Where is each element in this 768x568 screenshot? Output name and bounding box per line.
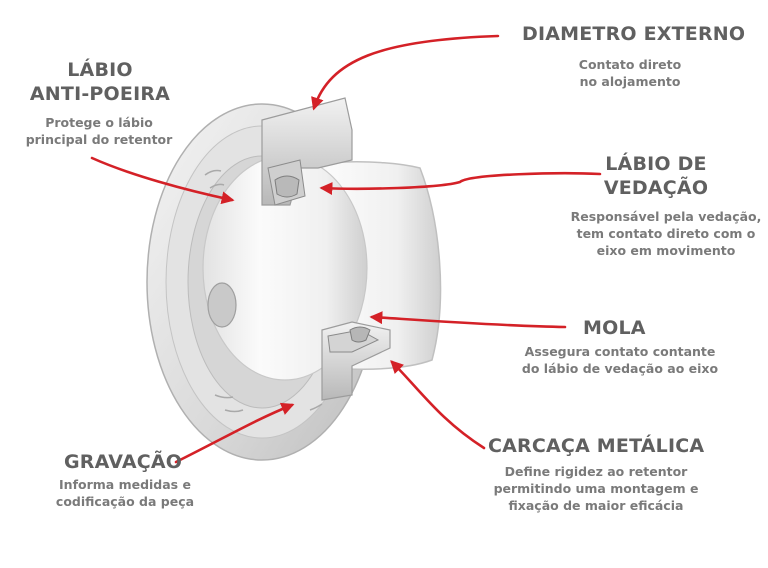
title-line: LÁBIO [67,59,133,81]
label-labio-antipoeira-desc: Protege o lábio principal do retentor [14,114,184,148]
label-carcaca-metalica-title: CARCAÇA METÁLICA [488,435,705,457]
desc-line: permitindo uma montagem e [493,481,699,496]
desc-line: do lábio de vedação ao eixo [521,361,719,376]
label-labio-vedacao-title: LÁBIO DE VEDAÇÃO [596,152,716,200]
label-labio-antipoeira-title: LÁBIO ANTI-POEIRA [20,58,180,106]
engraving-marks [204,169,323,413]
desc-line: codificação da peça [55,494,195,509]
top-cut-section [261,97,353,206]
label-gravacao-title: GRAVAÇÃO [64,451,183,473]
desc-line: Informa medidas e [59,477,191,492]
arrow-carcaca-metalica [390,360,486,450]
desc-line: Assegura contato contante [524,344,716,359]
pointer-arrows [90,34,602,464]
desc-line: Responsável pela vedação, [570,209,762,224]
label-diametro-externo-desc: Contato direto no alojamento [555,56,705,90]
label-gravacao-desc: Informa medidas e codificação da peça [40,476,210,510]
arrow-labio-vedacao [319,171,602,196]
desc-line: principal do retentor [25,132,173,147]
desc-line: Contato direto [578,57,682,72]
arrow-labio-antipoeira [90,156,235,205]
label-labio-vedacao-desc: Responsável pela vedação, tem contato di… [568,208,764,259]
title-line: VEDAÇÃO [603,177,709,199]
desc-line: tem contato direto com o [576,226,756,241]
arrow-mola [369,311,567,329]
desc-line: Protege o lábio [45,115,153,130]
desc-line: no alojamento [579,74,681,89]
desc-line: Define rigidez ao retentor [504,464,688,479]
label-carcaca-metalica-desc: Define rigidez ao retentor permitindo um… [486,463,706,514]
label-mola-desc: Assegura contato contante do lábio de ve… [512,343,728,377]
desc-line: fixação de maior eficácia [508,498,684,513]
bottom-cut-section [321,321,391,401]
arrow-gravacao [174,402,295,464]
title-line: ANTI-POEIRA [29,83,171,105]
arrow-diametro-externo [311,34,500,111]
desc-line: eixo em movimento [596,243,736,258]
label-mola-title: MOLA [583,317,646,339]
label-diametro-externo-title: DIAMETRO EXTERNO [522,23,746,45]
title-line: LÁBIO DE [605,153,707,175]
